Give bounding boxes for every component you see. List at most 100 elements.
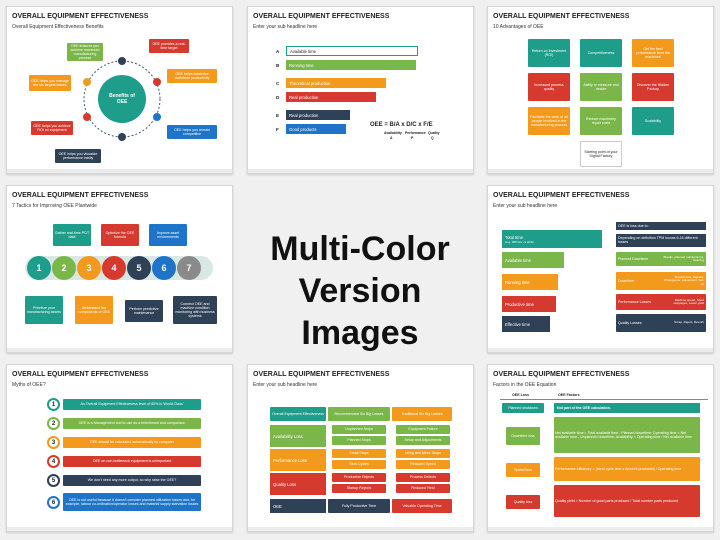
formula-term-availability: Availability [384, 131, 402, 135]
quality-losses-detail: Scrap, Reject, Rework [674, 320, 704, 325]
slide-subtitle: Enter your sub headline here [493, 203, 558, 209]
planned-downtime: Planned Downtime Breaks, planned mainten… [616, 252, 706, 266]
tactic-bottom-1: Prioritize your manufacturing assets [25, 296, 63, 324]
myth-3: OEE should be calculated automatically b… [63, 437, 201, 448]
slide-footer [7, 348, 232, 352]
factor-planned-shutdown: Not part of the OEE calculation. [554, 403, 700, 413]
tactic-top-2: Optimize the OEE formula [101, 224, 139, 246]
rec-planned-stops: Planned Stops [332, 436, 386, 445]
real-production-bar-1: Real production [286, 92, 376, 102]
trad-process-defects: Process Defects [396, 473, 450, 482]
slide-title: OVERALL EQUIPMENT EFFECTIVENESS [253, 13, 390, 20]
performance-loss: Performance Loss [270, 449, 326, 471]
loss-planned-shutdown: Planned shutdown [502, 403, 544, 413]
row-letter-c: C [276, 81, 280, 86]
advantage-5: Ability to measure and decide [580, 73, 622, 101]
slide-title: OVERALL EQUIPMENT EFFECTIVENESS [12, 192, 149, 199]
real-production-bar-2: Real production [286, 110, 350, 120]
row-letter-f: F [276, 127, 279, 132]
total-time-label: Total time [505, 234, 523, 240]
header-divider [500, 399, 708, 400]
running-time-bar: Running time [286, 60, 416, 70]
slide-benefits[interactable]: OVERALL EQUIPMENT EFFECTIVENESS Overall … [6, 6, 233, 174]
rec-unplanned-stops: Unplanned Stops [332, 425, 386, 434]
headline-line-2: Version Images [298, 272, 422, 352]
planned-downtime-label: Planned Downtime [618, 256, 649, 261]
formula-letter-p: P [411, 136, 414, 140]
slide-subtitle: Myths of OEE? [12, 382, 46, 388]
slide-footer [488, 348, 713, 352]
slide-subtitle: 10 Advantages of OEE [493, 24, 544, 30]
formula-term-quality: Quality [428, 131, 440, 135]
tactic-top-1: Gather real-time POT data [53, 224, 91, 246]
advantage-8: Reduce machinery repair costs [580, 107, 622, 135]
slide-title: OVERALL EQUIPMENT EFFECTIVENESS [493, 192, 630, 199]
advantage-4: Increased process quality [528, 73, 570, 101]
myth-6: OEE is not useful because it doesn't con… [63, 493, 201, 511]
myth-number-5: 5 [47, 474, 60, 487]
myth-number-6: 6 [47, 496, 60, 509]
slide-footer [488, 169, 713, 173]
slide-tactics[interactable]: OVERALL EQUIPMENT EFFECTIVENESS 7 Tactic… [6, 185, 233, 353]
slide-myths[interactable]: OVERALL EQUIPMENT EFFECTIVENESS Myths of… [6, 364, 233, 532]
performance-losses-label: Performance Losses [618, 299, 651, 304]
trad-setup-adjustments: Setup and Adjustments [396, 436, 450, 445]
tactic-number-6: 6 [152, 256, 176, 280]
total-time-bar: Total time (e.g. 365 hrs. (1 shift) [502, 230, 602, 248]
footer-fully-productive: Fully Productive Time [328, 499, 390, 513]
footer-valuable-operating: Valuable Operating Time [392, 499, 452, 513]
advantage-6: Discover the Hidden Factory [632, 73, 674, 101]
myth-5: We don't need any more output, so why ra… [63, 475, 201, 486]
benefit-7: OEE helps you visualize performance easi… [55, 149, 101, 163]
slide-subtitle: Enter your sub headline here [253, 382, 318, 388]
myth-number-4: 4 [47, 455, 60, 468]
tactic-top-3: Improve asset environments [149, 224, 187, 246]
header-oee: Overall Equipment Effectiveness [270, 407, 326, 421]
row-letter-a: A [276, 49, 280, 54]
tactic-number-7: 7 [177, 256, 201, 280]
benefit-6: OEE helps you remain competitive [167, 125, 217, 139]
center-headline: Multi-Color Version Images [240, 228, 480, 354]
slide-oee-factors[interactable]: OVERALL EQUIPMENT EFFECTIVENESS Factors … [487, 364, 714, 532]
row-letter-e: E [276, 113, 280, 118]
slide-subtitle: Enter your sub headline here [253, 24, 318, 30]
total-time-sub: (e.g. 365 hrs. (1 shift) [505, 239, 534, 244]
slide-title: OVERALL EQUIPMENT EFFECTIVENESS [12, 371, 149, 378]
slide-advantages[interactable]: OVERALL EQUIPMENT EFFECTIVENESS 10 Advan… [487, 6, 714, 174]
productive-time-bar: Productive time [502, 296, 556, 312]
trad-reduced-speed: Reduced Speed [396, 460, 450, 469]
slide-oee-formula[interactable]: OVERALL EQUIPMENT EFFECTIVENESS Enter yo… [247, 6, 474, 174]
advantage-1: Return on Investment (ROI) [528, 39, 570, 67]
formula-letter-a: A [390, 136, 393, 140]
slide-subtitle: 7 Tactics for Improving OEE Plantwide [12, 203, 97, 209]
slide-footer [248, 169, 473, 173]
myth-number-1: 1 [47, 398, 60, 411]
slide-title: OVERALL EQUIPMENT EFFECTIVENESS [253, 371, 390, 378]
slide-footer [7, 169, 232, 173]
factor-downtime: Net available time = Total available tim… [554, 417, 700, 453]
myth-number-2: 2 [47, 417, 60, 430]
trad-reduced-yield: Reduced Yield [396, 484, 450, 493]
benefit-5: OEE helps you achieve ROI on equipment [31, 121, 73, 135]
slide-title: OVERALL EQUIPMENT EFFECTIVENESS [493, 371, 630, 378]
tactic-number-5: 5 [127, 256, 151, 280]
advantage-2: Competitiveness [580, 39, 622, 67]
col-header-loss: OEE Loss [512, 393, 529, 397]
formula-letter-q: Q [431, 136, 434, 140]
factor-speed: Performance efficiency = (Ideal cycle ti… [554, 457, 700, 481]
formula-term-performance: Performance [405, 131, 426, 135]
planned-downtime-detail: Breaks, planned maintenance, cleaning [663, 254, 704, 262]
advantage-7: Facilitate the work of all people involv… [528, 107, 570, 135]
slide-footer [488, 527, 713, 531]
rec-small-stops: Small Stops [332, 449, 386, 458]
rec-production-rejects: Production Rejects [332, 473, 386, 482]
myth-2: OEE is a Management tool to use as a ben… [63, 418, 201, 429]
benefit-3: OEE helps you manage the six largest los… [29, 75, 71, 91]
effective-time-bar: Effective time [502, 316, 550, 332]
benefit-2: OEE provides a real-time target [149, 39, 189, 53]
slide-six-big-losses[interactable]: OVERALL EQUIPMENT EFFECTIVENESS Enter yo… [247, 364, 474, 532]
slide-oee-losses[interactable]: OVERALL EQUIPMENT EFFECTIVENESS Enter yo… [487, 185, 714, 353]
slide-footer [7, 527, 232, 531]
benefit-1: OEE ensures you achieve maximum manufact… [67, 43, 103, 61]
tactic-number-4: 4 [102, 256, 126, 280]
